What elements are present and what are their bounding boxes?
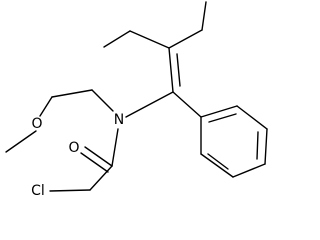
bond-vinyl-nitrogen xyxy=(125,91,174,118)
bond-ring-5 xyxy=(200,153,234,178)
bond-ethyl1-ch2 xyxy=(129,30,170,49)
methoxyethyl-chain xyxy=(5,89,114,153)
bond-nitrogen-carbonyl xyxy=(111,128,119,167)
bond-ring-3 xyxy=(264,128,268,165)
molecule-diagram: N O O Cl xyxy=(5,1,268,199)
bond-ch2-chlorine xyxy=(49,189,91,192)
bond-ethyl1-ch3 xyxy=(103,30,131,48)
bond-oxygen-methyl xyxy=(5,130,37,153)
bond-vinyl-phenyl xyxy=(172,91,202,118)
ethyl-groups xyxy=(103,1,207,49)
bond-ring-inner-1 xyxy=(208,113,237,123)
ether-oxygen-label: O xyxy=(31,116,42,132)
bond-ch2-ch2 xyxy=(51,89,93,98)
bond-cc-double-b xyxy=(176,53,181,87)
bond-ring-2 xyxy=(236,105,268,130)
bond-cc-double-a xyxy=(168,47,174,93)
alkene-double-bond xyxy=(168,47,181,93)
bond-ring-1 xyxy=(200,105,238,118)
bond-ring-inner-3 xyxy=(207,153,229,170)
carbonyl-oxygen-label: O xyxy=(68,140,79,156)
bond-ch2-oxygen xyxy=(39,96,53,117)
bond-ethyl2-ch3 xyxy=(201,1,207,31)
nitrogen-label: N xyxy=(114,112,124,128)
bond-ring-4 xyxy=(232,163,266,178)
bond-co-double-a xyxy=(84,146,113,167)
bond-carbonyl-ch2 xyxy=(89,165,113,191)
bond-nitrogen-ch2 xyxy=(91,89,114,112)
bond-ring-inner-2 xyxy=(256,131,259,160)
bond-co-double-b xyxy=(80,152,109,173)
chlorine-label: Cl xyxy=(31,183,45,199)
bond-ethyl2-ch2 xyxy=(168,29,203,49)
carbonyl-double-bond xyxy=(80,146,113,173)
phenyl-ring xyxy=(200,105,268,178)
